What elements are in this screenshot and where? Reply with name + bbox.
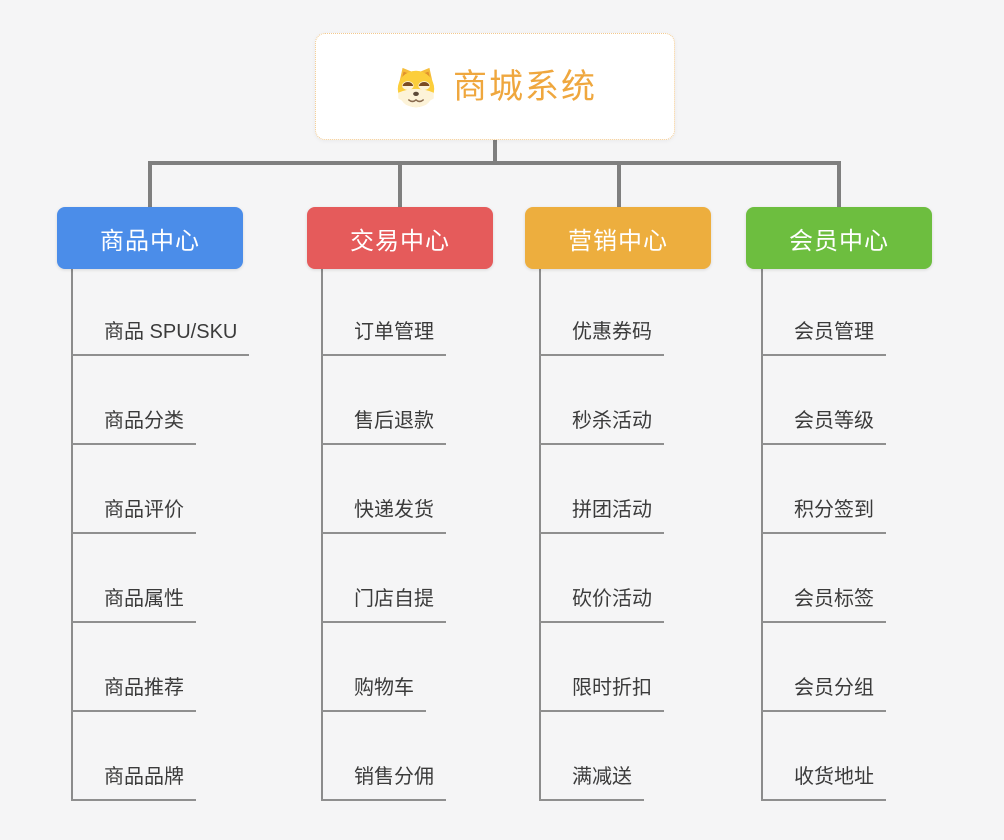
branch-node-product-center[interactable]: 商品中心 [57,207,243,269]
root-node[interactable]: 商城系统 [315,33,675,140]
leaf-node[interactable]: 会员分组 [761,675,886,712]
leaf-node[interactable]: 收货地址 [761,764,886,801]
root-node-label: 商城系统 [453,67,597,106]
leaf-node[interactable]: 销售分佣 [321,764,446,801]
leaf-node[interactable]: 会员等级 [761,408,886,445]
leaf-node[interactable]: 会员管理 [761,319,886,356]
connector-trunk [321,269,323,801]
leaf-node[interactable]: 优惠券码 [539,319,664,356]
leaf-node[interactable]: 售后退款 [321,408,446,445]
leaf-node[interactable]: 商品评价 [71,497,196,534]
connector-trunk [539,269,541,801]
leaf-node[interactable]: 拼团活动 [539,497,664,534]
branch-node-marketing-center[interactable]: 营销中心 [525,207,711,269]
leaf-node[interactable]: 订单管理 [321,319,446,356]
branch-node-trade-center[interactable]: 交易中心 [307,207,493,269]
leaf-node[interactable]: 会员标签 [761,586,886,623]
connector-drop [837,161,841,207]
leaf-node[interactable]: 满减送 [539,764,644,801]
leaf-node[interactable]: 秒杀活动 [539,408,664,445]
connector-trunk [761,269,763,801]
leaf-node[interactable]: 砍价活动 [539,586,664,623]
leaf-node[interactable]: 商品品牌 [71,764,196,801]
leaf-node[interactable]: 商品 SPU/SKU [71,319,250,356]
leaf-node[interactable]: 商品属性 [71,586,196,623]
branch-node-member-center[interactable]: 会员中心 [746,207,932,269]
connector-root-stub [493,140,497,165]
connector-trunk [71,269,73,801]
connector-drop [398,161,402,207]
leaf-node[interactable]: 积分签到 [761,497,886,534]
dog-face-icon [393,64,439,110]
leaf-node[interactable]: 门店自提 [321,586,446,623]
leaf-node[interactable]: 商品分类 [71,408,196,445]
connector-drop [617,161,621,207]
leaf-node[interactable]: 购物车 [321,675,426,712]
leaf-node[interactable]: 商品推荐 [71,675,196,712]
connector-bus [148,161,841,165]
leaf-node[interactable]: 限时折扣 [539,675,664,712]
connector-drop [148,161,152,207]
leaf-node[interactable]: 快递发货 [321,497,446,534]
